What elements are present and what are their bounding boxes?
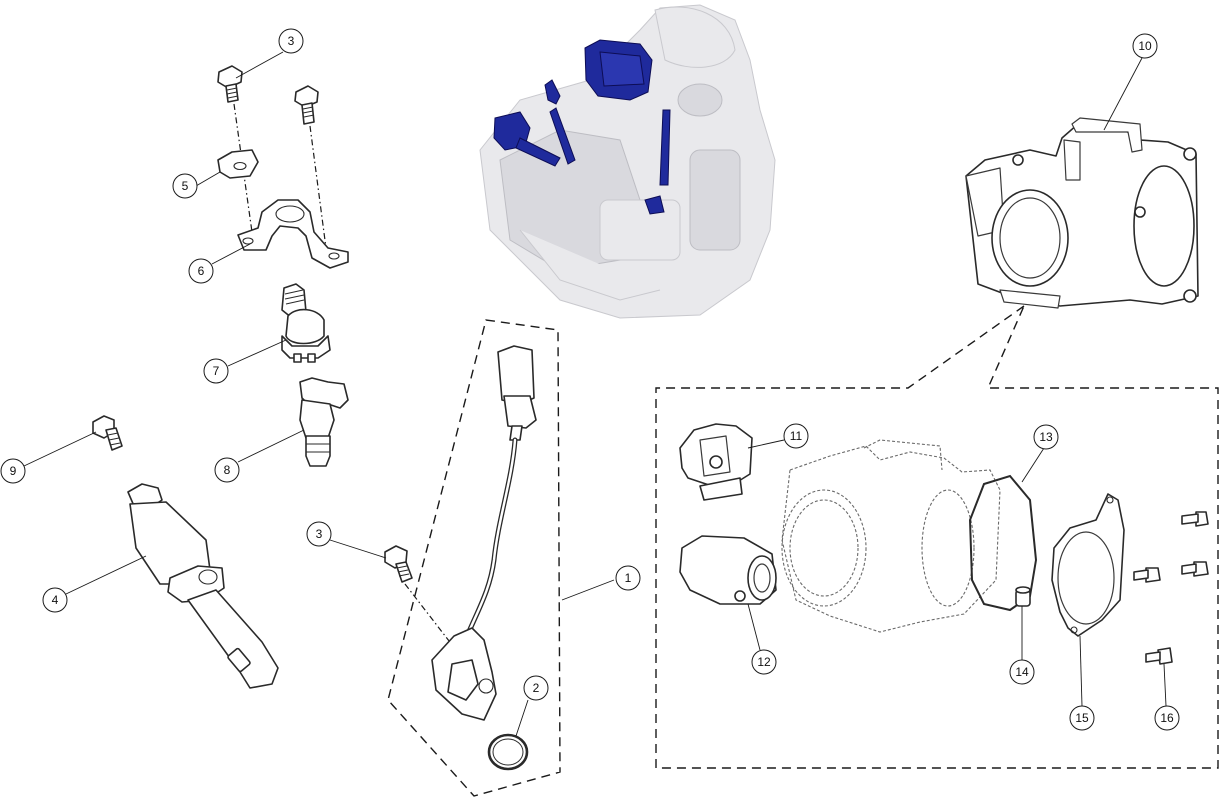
svg-text:9: 9 [10,464,17,478]
part-9-bolt [92,415,123,451]
svg-text:3: 3 [316,527,323,541]
callout-1: 1 [615,565,641,591]
svg-text:8: 8 [224,463,231,477]
callout-16: 16 [1154,705,1180,731]
callout-7: 7 [203,358,229,384]
screw-4 [1145,647,1173,665]
leader-lines [23,51,1167,737]
callout-13: 13 [1033,424,1059,450]
part-2-o-ring [487,733,529,771]
part-5-clip [217,149,259,179]
callout-11: 11 [783,423,809,449]
callout-3-upper: 3 [278,28,304,54]
svg-text:11: 11 [790,429,803,443]
part-4-ignition-coil [127,483,279,689]
assembly-axis-center-bolt [404,583,457,651]
part-15-cover-plate [1051,493,1125,637]
svg-text:14: 14 [1015,665,1029,679]
svg-text:1: 1 [625,571,632,585]
screw-2 [1181,561,1209,577]
callout-3-center: 3 [306,521,332,547]
part-16-screws [1133,511,1209,665]
svg-text:12: 12 [757,655,771,669]
callout-10: 10 [1132,33,1158,59]
svg-text:16: 16 [1160,711,1174,725]
throttle-body-exploded-outline [781,439,1001,633]
callout-12: 12 [751,649,777,675]
callout-5: 5 [172,173,198,199]
screw-1 [1181,511,1209,527]
part-12-idle-valve [679,535,777,605]
part-3-bolt-upper-left [217,65,243,103]
screw-3 [1133,567,1161,583]
part-3-bolt-center [384,545,413,583]
part-7-sensor [281,283,331,363]
part-11-tps-sensor [679,423,753,501]
svg-text:13: 13 [1039,430,1053,444]
svg-text:5: 5 [182,179,189,193]
part-14-plug [1015,586,1031,607]
part-3-bolt-upper-right [294,85,319,125]
callout-15: 15 [1069,705,1095,731]
part-8-injector [299,377,349,467]
svg-text:7: 7 [213,364,220,378]
callout-2: 2 [523,675,549,701]
svg-text:6: 6 [198,264,205,278]
callout-14: 14 [1009,659,1035,685]
callout-8: 8 [214,457,240,483]
svg-text:3: 3 [288,34,295,48]
svg-text:10: 10 [1138,39,1152,53]
callout-6: 6 [188,258,214,284]
part-10-throttle-body [965,117,1199,309]
svg-text:2: 2 [533,681,540,695]
svg-text:4: 4 [52,593,59,607]
part-6-bracket [237,199,349,269]
part-1-sensor-harness [431,345,537,721]
engine-overview-illustration [479,4,776,319]
callout-4: 4 [42,587,68,613]
group-10-boundary [655,305,1219,769]
callout-9: 9 [0,458,26,484]
group-1-boundary [387,319,561,797]
engine-highlighted-parts [493,39,671,215]
svg-text:15: 15 [1075,711,1089,725]
